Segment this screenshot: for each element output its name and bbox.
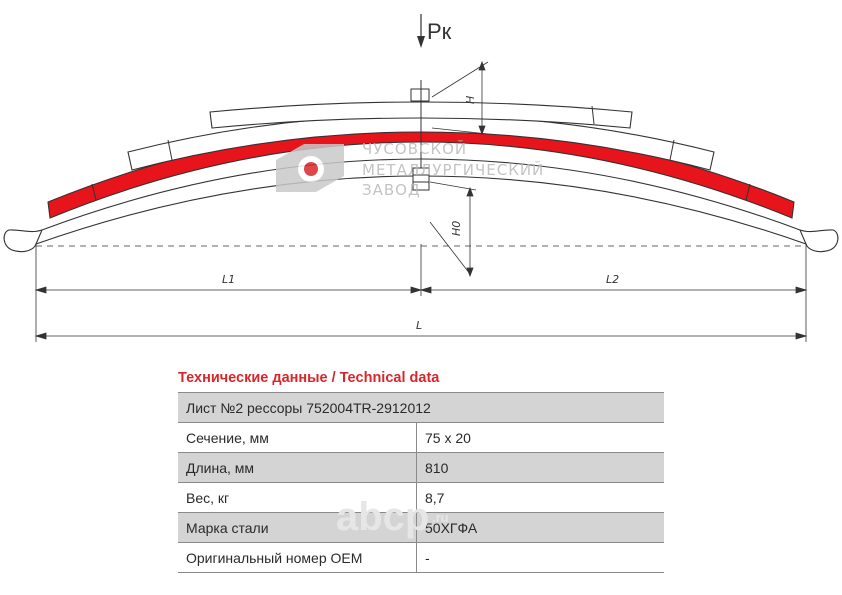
table-title: Технические данные / Technical data	[178, 370, 440, 386]
dim-h0-lines	[429, 181, 477, 278]
logo-line-2: МЕТАЛЛУРГИЧЕСКИЙ	[362, 160, 544, 179]
dim-h-label: H	[464, 96, 477, 104]
spec-table: Лист №2 рессоры 752004TR-2912012 Сечение…	[178, 392, 664, 573]
leaf-end-mark	[167, 139, 173, 161]
row-label: Сечение, мм	[178, 422, 417, 453]
table-row: Марка стали 50ХГФА	[178, 512, 664, 543]
extension-lines	[35, 244, 807, 342]
row-value: -	[416, 542, 664, 573]
logo-line-3: ЗАВОД	[362, 181, 421, 199]
leaf-end-mark	[91, 183, 97, 201]
table-row: Оригинальный номер ОЕМ -	[178, 542, 664, 573]
dim-h-lines	[431, 60, 489, 136]
dim-l1-label: L1	[222, 273, 235, 286]
dim-l1-l2-lines	[34, 286, 808, 294]
leaf-spring-drawing: Pк H H0 L1 L2 L	[3, 14, 839, 342]
row-label: Вес, кг	[178, 482, 417, 513]
row-value: 810	[416, 452, 664, 483]
leaf-end-mark	[745, 183, 751, 201]
row-value: 50ХГФА	[416, 512, 664, 543]
row-value: 8,7	[416, 482, 664, 513]
row-label: Оригинальный номер ОЕМ	[178, 542, 417, 573]
logo-dot-icon	[304, 162, 318, 176]
load-arrow-icon	[417, 14, 425, 48]
dim-h0-label: H0	[450, 221, 463, 236]
table-row: Вес, кг 8,7	[178, 482, 664, 513]
row-value: 75 x 20	[416, 422, 664, 453]
left-eye	[3, 229, 43, 253]
table-header: Лист №2 рессоры 752004TR-2912012	[178, 392, 664, 423]
dim-l2-label: L2	[606, 273, 619, 286]
right-eye	[799, 229, 839, 253]
load-label: Pк	[427, 19, 452, 44]
leaf-end-mark	[669, 139, 675, 161]
manufacturer-logo: ЧУСОВСКОЙ МЕТАЛЛУРГИЧЕСКИЙ ЗАВОД	[276, 139, 544, 199]
table-row: Сечение, мм 75 x 20	[178, 422, 664, 453]
leaf-end-mark	[591, 105, 595, 125]
logo-line-1: ЧУСОВСКОЙ	[362, 139, 467, 158]
row-label: Длина, мм	[178, 452, 417, 483]
center-bolt	[410, 80, 430, 191]
row-label: Марка стали	[178, 512, 417, 543]
dim-l-label: L	[416, 319, 422, 332]
table-row: Длина, мм 810	[178, 452, 664, 483]
table-header-row: Лист №2 рессоры 752004TR-2912012	[178, 392, 664, 423]
dim-l-lines	[34, 332, 808, 340]
